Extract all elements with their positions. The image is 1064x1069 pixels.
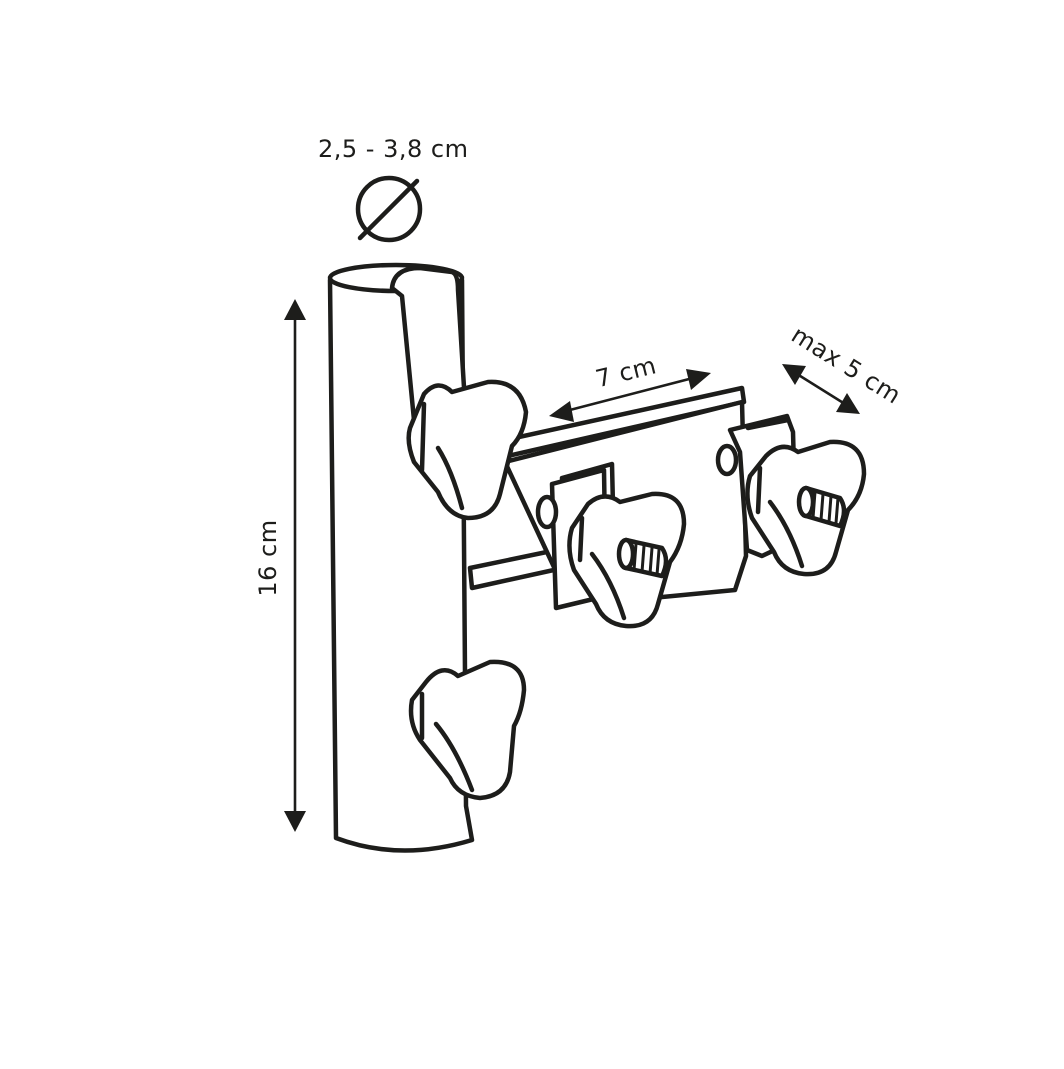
threaded-bolt bbox=[796, 485, 847, 529]
threaded-bolt bbox=[616, 537, 669, 579]
arm-width-dimension-arrow bbox=[549, 369, 711, 422]
diameter-label: 2,5 - 3,8 cm bbox=[318, 135, 468, 163]
knob-icon bbox=[567, 491, 687, 629]
height-label: 16 cm bbox=[254, 519, 282, 596]
knob-icon bbox=[406, 379, 529, 521]
diameter-symbol-icon bbox=[355, 175, 423, 243]
height-dimension-arrow bbox=[284, 299, 306, 832]
knob-icon bbox=[745, 439, 867, 577]
tube-strap bbox=[389, 265, 469, 423]
clamp-max-dimension-arrow bbox=[782, 364, 860, 414]
arm-width-label: 7 cm bbox=[593, 351, 659, 393]
knob-icon bbox=[408, 659, 527, 801]
